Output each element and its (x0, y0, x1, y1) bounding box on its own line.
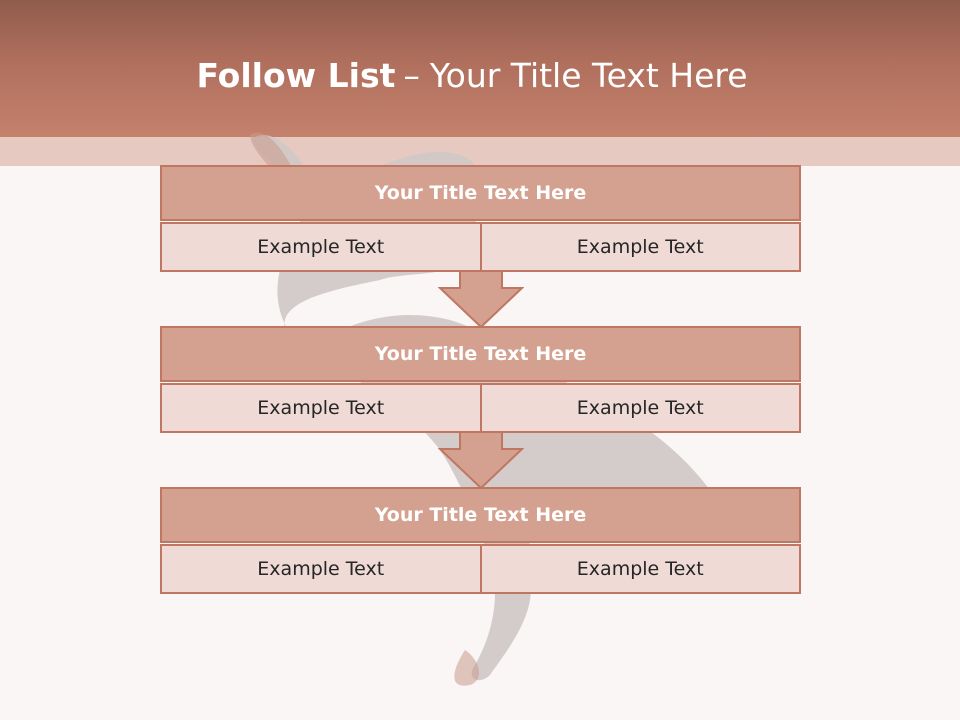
step-title: Your Title Text Here (160, 487, 801, 543)
step-cell-right: Example Text (481, 222, 801, 272)
step-row: Example Text Example Text (160, 222, 801, 272)
title-rest-text: Your Title Text Here (429, 56, 748, 95)
step-row: Example Text Example Text (160, 544, 801, 594)
slide-title: Follow List–Your Title Text Here (0, 52, 952, 100)
step-cell-left: Example Text (160, 222, 482, 272)
step-title: Your Title Text Here (160, 326, 801, 382)
step-title: Your Title Text Here (160, 165, 801, 221)
step-cell-left: Example Text (160, 383, 482, 433)
title-bold-text: Follow List (196, 56, 396, 95)
title-separator: – (403, 56, 420, 95)
step-row: Example Text Example Text (160, 383, 801, 433)
step-box-3: Your Title Text Here Example Text Exampl… (160, 487, 801, 594)
step-cell-left: Example Text (160, 544, 482, 594)
header-band (0, 0, 960, 137)
step-cell-right: Example Text (481, 383, 801, 433)
down-arrow-icon (438, 270, 524, 328)
step-box-1: Your Title Text Here Example Text Exampl… (160, 165, 801, 272)
step-box-2: Your Title Text Here Example Text Exampl… (160, 326, 801, 433)
step-cell-right: Example Text (481, 544, 801, 594)
down-arrow-icon (438, 431, 524, 489)
header-strip (0, 137, 960, 166)
